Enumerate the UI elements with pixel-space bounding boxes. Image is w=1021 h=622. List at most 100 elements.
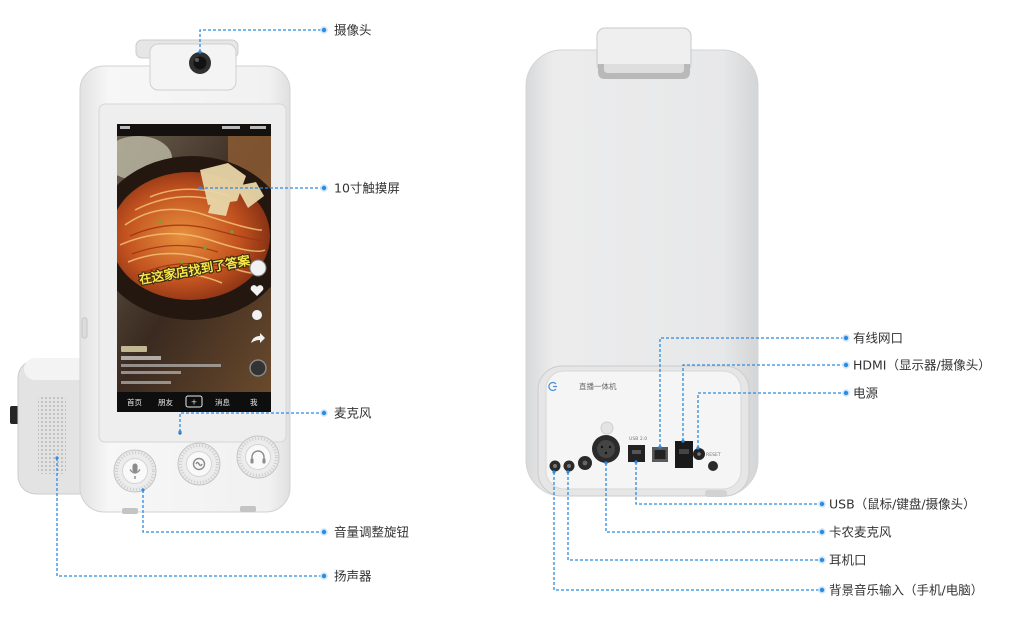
panel-title: 直播一体机: [579, 381, 617, 391]
topping-piece: [200, 163, 246, 205]
callout-line: [179, 412, 322, 432]
camera-lens-glint: [195, 58, 199, 62]
status-bar-mark: [120, 126, 130, 129]
callout-dot: [842, 389, 850, 397]
callout-label: 电源: [853, 386, 879, 401]
side-button: [81, 317, 88, 339]
callout-line: [682, 364, 844, 441]
headphone-icon-cup: [250, 458, 254, 464]
chili-strand: [144, 262, 236, 273]
microphone-icon-cradle: [129, 469, 141, 474]
xlr-socket-inner: [597, 440, 615, 458]
port-panel: [545, 370, 742, 490]
front-foot-left: [122, 508, 138, 514]
xlr-pin: [608, 445, 612, 449]
callout-speaker: 扬声器: [55, 456, 372, 584]
callout-dot: [320, 409, 328, 417]
noodle-strand: [119, 232, 266, 252]
reverb-icon-ring: [192, 457, 206, 471]
screen-post-info: [121, 346, 221, 384]
heart-icon: [250, 285, 264, 296]
nav-item-me: 我: [250, 397, 258, 407]
status-bar: [120, 126, 266, 129]
callout-touch-screen: 10寸触摸屏: [198, 181, 400, 196]
callout-dot: [320, 572, 328, 580]
callout-dot: [818, 500, 826, 508]
xlr-pin: [600, 445, 604, 449]
callout-label: 摄像头: [334, 23, 372, 38]
nav-item-friends: 朋友: [158, 397, 173, 407]
callout-line: [142, 490, 322, 533]
callout-line: [697, 392, 844, 448]
microphone-icon: [129, 463, 141, 479]
camera-bump-bracket-inner: [604, 64, 684, 73]
nav-item-messages: 消息: [215, 397, 230, 407]
back-camera-bump: [596, 27, 692, 79]
reset-button: [708, 461, 718, 471]
callout-xlr-mic: 卡农麦克风: [604, 461, 892, 540]
touch-screen: 在这家店找到了答案 首页 朋友 + 消息: [117, 124, 271, 412]
housing-foot: [705, 490, 727, 497]
screen-nav-bar: 首页 朋友 + 消息 我: [117, 392, 271, 412]
callout-dot: [320, 528, 328, 536]
port-housing: 直播一体机 USB 2.0 RESET: [537, 365, 750, 497]
post-line: [121, 356, 161, 360]
xlr-pin: [604, 451, 608, 455]
jack-bgm-input-hole: [553, 464, 557, 468]
topping-piece: [208, 200, 230, 216]
comment-icon: [252, 310, 262, 320]
brand-logo-mark: [548, 381, 557, 392]
chili-strand: [129, 224, 263, 241]
callout-label: USB（鼠标/键盘/摄像头）: [829, 497, 976, 512]
back-callouts: 有线网口 HDMI（显示器/摄像头） 电源 USB（鼠标/键盘/摄像头） 卡农麦…: [552, 331, 991, 598]
creator-avatar: [249, 259, 267, 277]
callout-label: HDMI（显示器/摄像头）: [853, 358, 991, 373]
callout-microphone: 麦克风: [178, 406, 372, 434]
callout-hdmi: HDMI（显示器/摄像头）: [681, 358, 991, 443]
speaker-grille: [38, 396, 66, 474]
knob-grip: [238, 437, 278, 477]
callout-line: [605, 463, 820, 533]
microphone-icon-head: [132, 463, 138, 473]
back-view-device: 直播一体机 USB 2.0 RESET: [525, 27, 759, 497]
callout-bgm-input: 背景音乐输入（手机/电脑）: [552, 470, 983, 598]
knob-grip: [115, 451, 155, 491]
port-usb-tongue: [632, 450, 641, 454]
callout-ethernet: 有线网口: [658, 331, 903, 449]
callout-dot: [818, 586, 826, 594]
noodle-strand: [139, 273, 223, 284]
front-foot-right: [240, 506, 256, 512]
headphone-icon-band: [251, 450, 265, 460]
callout-line: [553, 472, 820, 591]
callout-headphone-jack: 耳机口: [566, 470, 867, 568]
callout-dot: [320, 26, 328, 34]
headphone-icon: [250, 450, 266, 464]
chili-strands: [129, 224, 263, 273]
port-xlr-mic: [592, 435, 620, 463]
front-view-device: 在这家店找到了答案 首页 朋友 + 消息: [10, 39, 291, 514]
port-hdmi: [675, 441, 693, 468]
callout-line: [635, 462, 820, 505]
callout-line: [199, 29, 322, 52]
garnish-bit: [180, 260, 184, 264]
callout-label: 扬声器: [334, 569, 372, 584]
post-tag: [121, 346, 147, 352]
audio-jacks: [549, 456, 592, 472]
jack-headphone-hole: [567, 464, 571, 468]
screen-side-actions: [249, 259, 267, 377]
callout-line: [56, 458, 322, 577]
callout-dot: [842, 361, 850, 369]
nav-item-add: +: [191, 398, 197, 407]
callout-label: 有线网口: [853, 331, 903, 346]
port-power-pin: [697, 452, 701, 456]
port-ethernet-inner: [654, 450, 666, 459]
callout-line: [567, 472, 820, 561]
share-icon: [251, 333, 265, 343]
post-line: [121, 371, 181, 374]
callout-dot: [320, 184, 328, 192]
port-hdmi-slot: [679, 449, 689, 454]
callout-label: 耳机口: [829, 553, 867, 568]
callout-label: 麦克风: [334, 406, 372, 421]
post-line: [121, 364, 221, 367]
